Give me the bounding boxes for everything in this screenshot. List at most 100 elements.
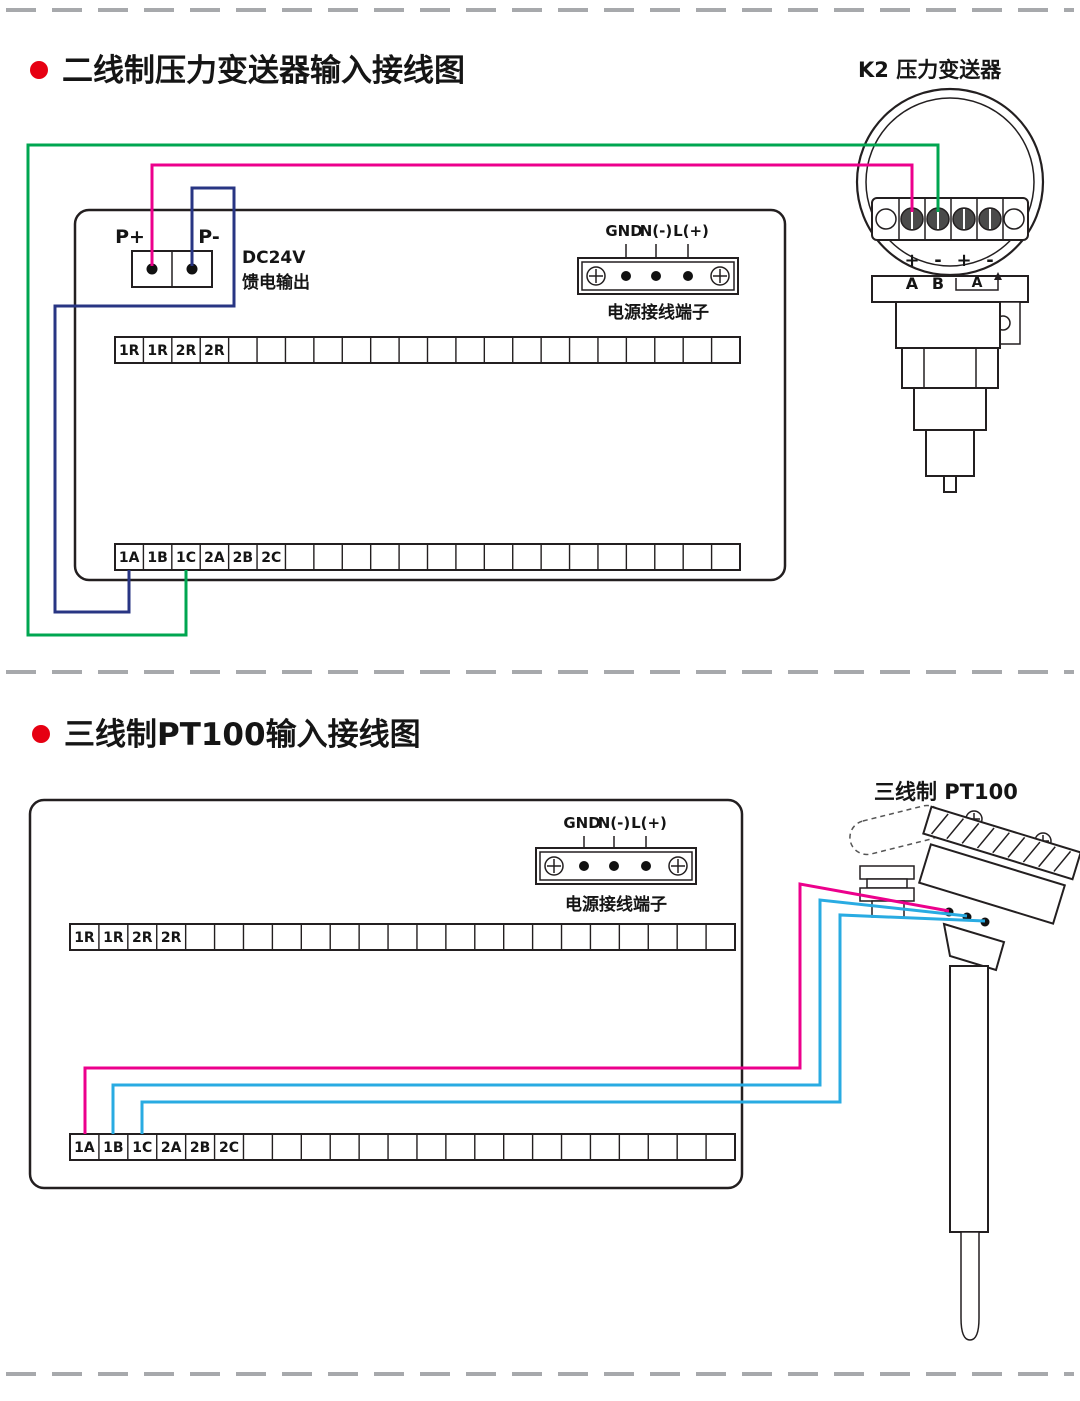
terminal-strip-frame	[69, 923, 736, 951]
p-plus-label: P+	[115, 226, 145, 248]
terminal-cell-label: 2C	[219, 1140, 239, 1156]
feed-terminal-dot	[186, 263, 198, 275]
pressure-transmitter: + - + - A B A	[855, 87, 1045, 493]
terminal-letter: A	[906, 274, 919, 293]
terminal-cell-label: 1B	[103, 1140, 123, 1156]
power-terminal: GND N(-) L(+)	[577, 222, 739, 323]
gnd-label: GND	[563, 814, 600, 832]
recorder-box: GND N(-) L(+)	[28, 798, 744, 1190]
power-terminal: GND N(-) L(+)	[535, 814, 697, 915]
terminal-cell-label: 2B	[190, 1140, 210, 1156]
dc24v-label: DC24V	[242, 248, 306, 268]
recorder-box: P+ P- DC24V 馈电输出 GND N(-) L(+)	[73, 208, 787, 582]
jumper-arrow-icon	[994, 272, 1002, 280]
transmitter-title: K2 压力变送器	[858, 58, 1002, 82]
navy-wire	[53, 186, 236, 614]
feed-terminal-block	[131, 250, 213, 288]
terminal-strip-frame	[69, 1133, 736, 1161]
transmitter-stem-lower	[925, 429, 975, 477]
terminal-cell-label: 2A	[161, 1140, 182, 1156]
section1-wires	[26, 143, 940, 637]
terminal-cell-label: 2R	[132, 930, 153, 946]
screw-terminal-icon	[926, 207, 950, 231]
recorder-outline	[73, 208, 787, 582]
ground-terminal-icon	[668, 856, 688, 876]
pt100-sensor	[849, 804, 1080, 1341]
terminal-letter: A	[972, 275, 983, 291]
magenta-wire	[83, 882, 950, 1134]
screw-terminal-icon	[978, 207, 1002, 231]
sensor-neck	[942, 922, 1006, 972]
terminal-cell-label: 1B	[147, 550, 167, 566]
ground-terminal-icon	[710, 266, 730, 286]
power-terminal-inner	[539, 851, 693, 881]
transmitter-flange	[871, 275, 1029, 303]
terminal-cell-label: 1R	[103, 930, 124, 946]
feed-output-label: 馈电输出	[242, 272, 310, 293]
power-terminal-dot	[641, 861, 651, 871]
transmitter-tip	[943, 475, 957, 493]
terminal-cell-label: 1A	[119, 550, 140, 566]
bullet-icon	[30, 61, 48, 79]
power-terminal-inner	[581, 261, 735, 291]
sensor-element	[960, 1231, 980, 1341]
terminal-cell-label: 1R	[74, 930, 95, 946]
terminal-letter: B	[932, 274, 944, 293]
neutral-label: N(-)	[640, 222, 673, 240]
cyan-wire	[140, 913, 986, 1134]
relay-terminal-strip: 1R 1R 2R 2R	[114, 336, 741, 364]
polarity-label: -	[934, 250, 941, 271]
feed-terminal-dot	[146, 263, 158, 275]
section2-wires	[83, 882, 986, 1134]
terminal-cell-label: 1C	[176, 550, 196, 566]
section-title: 三线制PT100输入接线图	[64, 717, 421, 753]
hex-nut	[901, 347, 999, 389]
terminal-cell-label: 2R	[204, 343, 225, 359]
screw-terminal-icon	[952, 207, 976, 231]
terminal-cell-label: 1C	[132, 1140, 152, 1156]
terminal-cell-label: 1A	[74, 1140, 95, 1156]
line-label: L(+)	[673, 222, 709, 240]
section-three-wire: 三线制PT100输入接线图 三线制 PT100 GND N(-) L(+)	[28, 717, 1080, 1341]
terminal-cell-label: 1R	[119, 343, 140, 359]
magenta-wire	[150, 163, 914, 266]
transmitter-stem	[913, 387, 987, 431]
input-terminal-strip: 1A 1B 1C 2A 2B 2C	[114, 543, 741, 571]
gnd-label: GND	[605, 222, 642, 240]
terminal-hole-icon	[875, 208, 897, 230]
ground-terminal-icon	[544, 856, 564, 876]
sensor-title: 三线制 PT100	[874, 780, 1018, 804]
transmitter-body	[895, 301, 1001, 349]
power-terminal-dot	[651, 271, 661, 281]
ground-terminal-icon	[586, 266, 606, 286]
polarity-label: +	[956, 250, 971, 271]
input-terminal-strip: 1A 1B 1C 2A 2B 2C	[69, 1133, 736, 1161]
power-terminal-dot	[579, 861, 589, 871]
terminal-hole-icon	[1003, 208, 1025, 230]
head-body	[917, 843, 1067, 925]
power-terminal-caption: 电源接线端子	[607, 302, 709, 323]
bullet-icon	[32, 725, 50, 743]
recorder-outline	[28, 798, 744, 1190]
terminal-cell-label: 1R	[147, 343, 168, 359]
terminal-cell-label: 2C	[261, 550, 281, 566]
head-cap	[922, 805, 1080, 881]
cable-gland-phantom	[849, 804, 945, 856]
terminal-cell-label: 2A	[204, 550, 225, 566]
power-terminal-dot	[609, 861, 619, 871]
transmitter-terminal-block	[871, 197, 1029, 241]
screw-terminal-icon	[900, 207, 924, 231]
line-label: L(+)	[631, 814, 667, 832]
power-terminal-dot	[621, 271, 631, 281]
polarity-label: +	[904, 250, 919, 271]
neutral-label: N(-)	[598, 814, 631, 832]
p-minus-label: P-	[198, 226, 219, 248]
sensor-sheath	[949, 965, 989, 1233]
power-terminal-dot	[683, 271, 693, 281]
terminal-cell-label: 2R	[176, 343, 197, 359]
polarity-label: -	[986, 250, 993, 271]
terminal-cell-label: 2B	[233, 550, 253, 566]
